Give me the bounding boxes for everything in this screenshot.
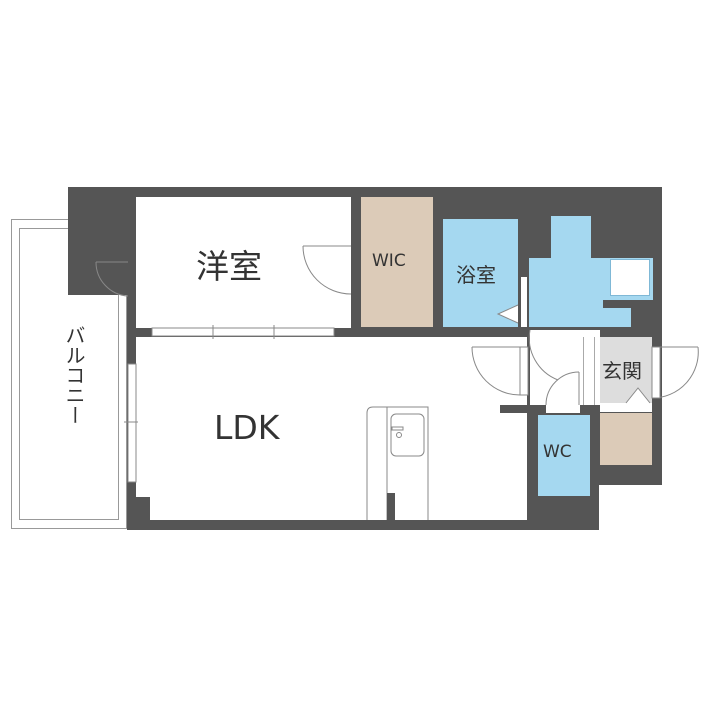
label-ldk: LDK	[214, 408, 280, 447]
entrance	[600, 337, 652, 403]
label-wc: WC	[543, 442, 572, 462]
label-balcony: バルコニー	[62, 325, 86, 425]
shoe-storage	[600, 413, 652, 465]
label-wic: WIC	[372, 251, 406, 271]
label-bathroom: 浴室	[456, 263, 496, 287]
label-western-room: 洋室	[196, 247, 262, 286]
ldk-room	[136, 337, 527, 520]
walk-in-closet	[361, 197, 433, 327]
label-entrance: 玄関	[602, 359, 642, 383]
toilet	[538, 415, 590, 496]
bathroom	[443, 219, 518, 327]
western-room	[136, 197, 351, 328]
